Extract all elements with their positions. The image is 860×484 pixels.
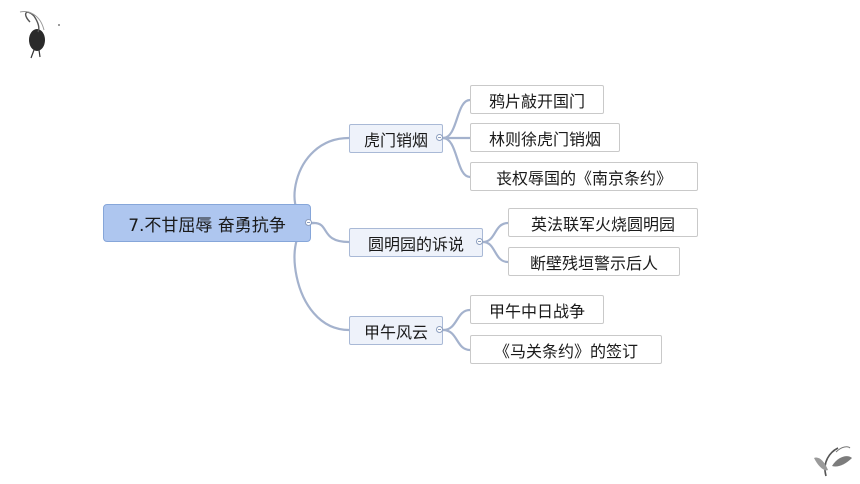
leaf-topic-label: 断壁残垣警示后人 [529,253,658,273]
root-topic-label: 7.不甘屈辱 奋勇抗争 [128,215,286,236]
ink-bird-icon [19,11,60,59]
leaf-topic-label: 英法联军火烧圆明园 [530,214,675,234]
branch-collapse-icon[interactable] [436,134,443,141]
root-collapse-icon[interactable] [305,219,312,226]
leaf-topic[interactable]: 林则徐虎门销烟 [470,123,620,152]
ink-leaves-icon [814,446,852,477]
leaf-topic-label: 鸦片敲开国门 [488,91,585,111]
connector-b0-leaf-2 [441,136,472,179]
leaf-topic[interactable]: 英法联军火烧圆明园 [508,208,698,237]
branch-topic-label: 虎门销烟 [363,130,428,150]
connector-root-branch-1 [312,221,351,244]
leaf-topic-label: 甲午中日战争 [488,301,585,321]
branch-topic-humen[interactable]: 虎门销烟 [349,124,443,153]
branch-topic-yuanmingyuan[interactable]: 圆明园的诉说 [349,228,483,257]
branch-topic-label: 甲午风云 [363,322,428,342]
connector-b1-leaf-1 [481,240,510,264]
root-topic[interactable]: 7.不甘屈辱 奋勇抗争 [103,204,311,242]
leaf-topic-label: 《马关条约》的签订 [493,341,638,361]
leaf-topic[interactable]: 鸦片敲开国门 [470,85,604,114]
leaf-topic[interactable]: 甲午中日战争 [470,295,604,324]
leaf-topic-label: 林则徐虎门销烟 [488,129,601,149]
branch-topic-label: 圆明园的诉说 [367,234,464,254]
connector-b2-leaf-1 [441,328,472,352]
branch-topic-jiawu[interactable]: 甲午风云 [349,316,443,345]
leaf-topic[interactable]: 断壁残垣警示后人 [508,247,680,276]
leaf-topic-label: 丧权辱国的《南京条约》 [495,168,672,188]
leaf-topic[interactable]: 丧权辱国的《南京条约》 [470,162,698,191]
leaf-topic[interactable]: 《马关条约》的签订 [470,335,662,364]
branch-collapse-icon[interactable] [436,326,443,333]
branch-collapse-icon[interactable] [476,238,483,245]
